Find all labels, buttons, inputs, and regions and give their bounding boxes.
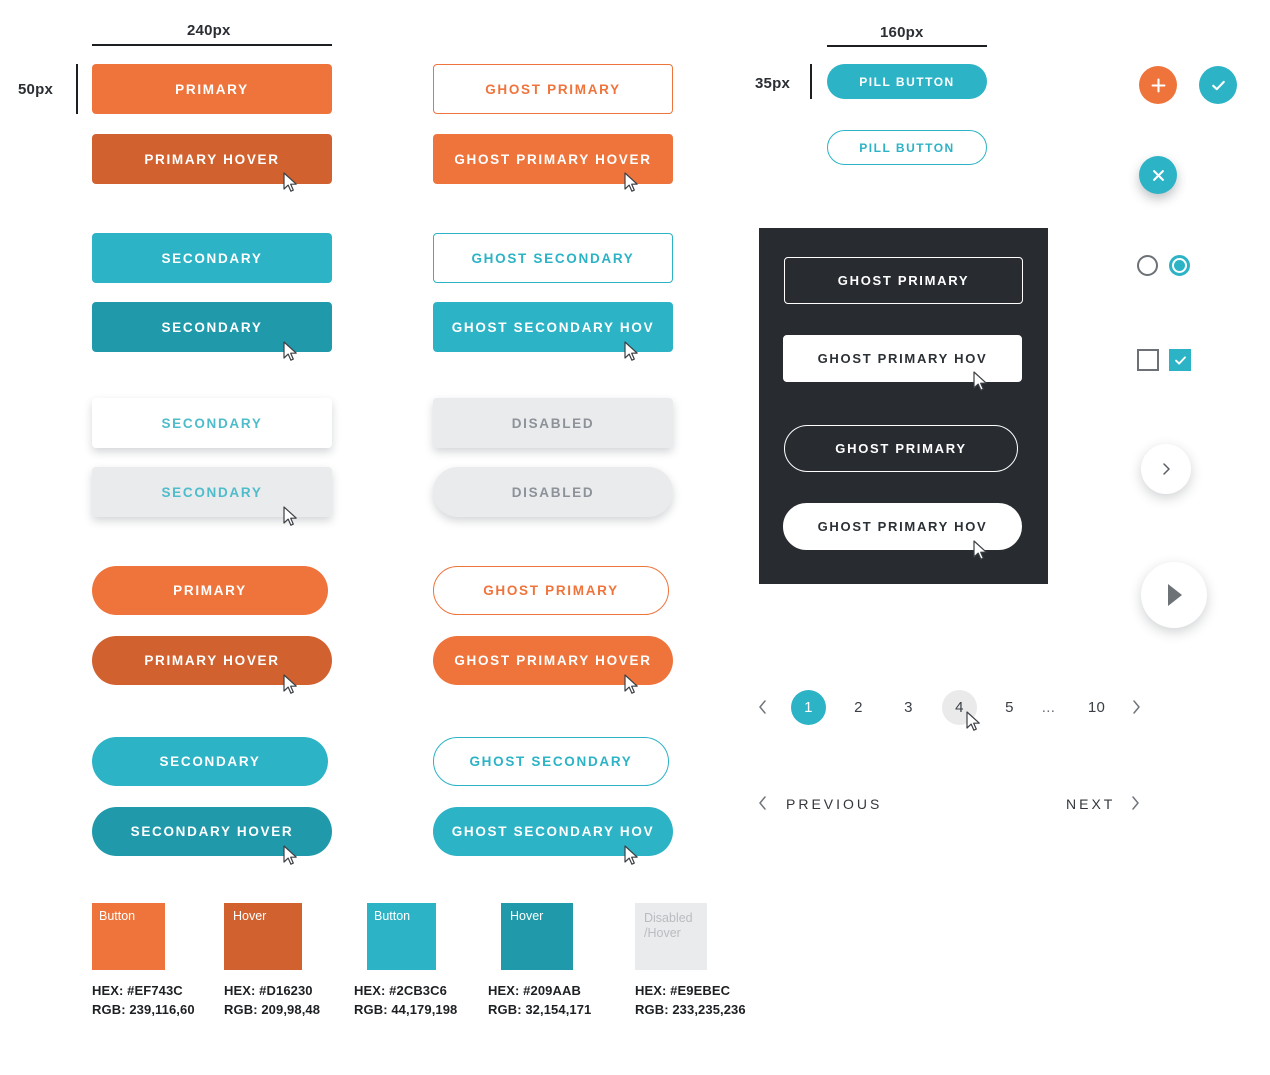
button-secondary[interactable]: SECONDARY xyxy=(92,233,332,283)
pill-button-disabled: DISABLED xyxy=(433,467,673,517)
chevron-right-icon xyxy=(1162,463,1170,475)
swatch-disabled-hex: HEX: #E9EBEC xyxy=(635,983,731,998)
height-measure-label: 50px xyxy=(18,81,53,98)
chevron-left-icon xyxy=(759,796,766,810)
pill-sample-ghost[interactable]: PILL BUTTON xyxy=(827,130,987,165)
dark-button-ghost-primary-hover[interactable]: GHOST PRIMARY HOV xyxy=(783,335,1022,382)
pagination-page-2[interactable]: 2 xyxy=(854,699,863,716)
height-measure-rule xyxy=(76,64,78,114)
swatch-primary xyxy=(92,903,165,970)
pagination-prev-button[interactable] xyxy=(755,697,769,717)
button-primary[interactable]: PRIMARY xyxy=(92,64,332,114)
dark-panel: GHOST PRIMARY GHOST PRIMARY HOV GHOST PR… xyxy=(759,228,1048,584)
dark-button-ghost-primary[interactable]: GHOST PRIMARY xyxy=(784,257,1023,304)
chevron-left-icon xyxy=(759,700,766,714)
button-ghost-secondary[interactable]: GHOST SECONDARY xyxy=(433,233,673,283)
radio-checked-dot xyxy=(1174,260,1185,271)
button-secondary-elevated-hover[interactable]: SECONDARY xyxy=(92,467,332,517)
swatch-disabled-label: Disabled /Hover xyxy=(644,911,693,940)
checkbox-unchecked[interactable] xyxy=(1137,349,1159,371)
pill-width-measure-label: 160px xyxy=(880,24,924,41)
swatch-disabled xyxy=(635,903,707,970)
pagination-page-4[interactable]: 4 xyxy=(942,690,977,725)
dark-pill-button-ghost-primary-hover[interactable]: GHOST PRIMARY HOV xyxy=(783,503,1022,550)
dark-pill-button-ghost-primary[interactable]: GHOST PRIMARY xyxy=(784,425,1018,472)
pill-height-measure-rule xyxy=(810,64,812,99)
play-round-button[interactable] xyxy=(1141,562,1207,628)
checkbox-checked[interactable] xyxy=(1169,349,1191,371)
swatch-primary-hover-rgb: RGB: 209,98,48 xyxy=(224,1002,321,1017)
plus-icon xyxy=(1151,78,1165,92)
swatch-primary-rgb: RGB: 239,116,60 xyxy=(92,1002,195,1017)
button-secondary-elevated[interactable]: SECONDARY xyxy=(92,398,332,448)
next-round-button[interactable] xyxy=(1141,444,1191,494)
swatch-secondary-hover-hex: HEX: #209AAB xyxy=(488,983,581,998)
button-primary-hover[interactable]: PRIMARY HOVER xyxy=(92,134,332,184)
pill-width-measure-rule xyxy=(827,45,987,47)
swatch-secondary xyxy=(367,903,436,970)
swatch-primary-hover xyxy=(224,903,302,970)
pill-button-ghost-secondary[interactable]: GHOST SECONDARY xyxy=(433,737,669,786)
swatch-secondary-hover-rgb: RGB: 32,154,171 xyxy=(488,1002,592,1017)
pagination-page-5[interactable]: 5 xyxy=(1005,699,1014,716)
swatch-disabled-rgb: RGB: 233,235,236 xyxy=(635,1002,746,1017)
pagination-next-button[interactable] xyxy=(1130,697,1144,717)
swatch-secondary-hover xyxy=(501,903,573,970)
swatch-secondary-rgb: RGB: 44,179,198 xyxy=(354,1002,458,1017)
swatch-primary-label: Button xyxy=(99,909,136,923)
button-ghost-primary-hover[interactable]: GHOST PRIMARY HOVER xyxy=(433,134,673,184)
pill-button-ghost-primary-hover[interactable]: GHOST PRIMARY HOVER xyxy=(433,636,673,685)
swatch-secondary-hex: HEX: #2CB3C6 xyxy=(354,983,447,998)
chevron-right-icon xyxy=(1132,796,1139,810)
button-disabled: DISABLED xyxy=(433,398,673,448)
pagination-page-10[interactable]: 10 xyxy=(1087,699,1106,716)
pagination-page-1[interactable]: 1 xyxy=(791,690,826,725)
add-button[interactable] xyxy=(1139,66,1177,104)
swatch-primary-hex: HEX: #EF743C xyxy=(92,983,183,998)
pill-button-primary[interactable]: PRIMARY xyxy=(92,566,328,615)
confirm-button[interactable] xyxy=(1199,66,1237,104)
play-icon xyxy=(1168,584,1182,606)
pill-button-ghost-primary[interactable]: GHOST PRIMARY xyxy=(433,566,669,615)
chevron-right-icon xyxy=(1133,700,1140,714)
previous-link-icon-wrap[interactable] xyxy=(755,793,769,813)
pill-button-ghost-secondary-hover[interactable]: GHOST SECONDARY HOV xyxy=(433,807,673,856)
swatch-secondary-hover-label: Hover xyxy=(510,909,544,923)
swatch-primary-hover-label: Hover xyxy=(233,909,267,923)
previous-link[interactable]: PREVIOUS xyxy=(786,796,883,812)
pill-height-measure-label: 35px xyxy=(755,75,790,92)
pill-button-primary-hover[interactable]: PRIMARY HOVER xyxy=(92,636,332,685)
next-link[interactable]: NEXT xyxy=(1066,796,1116,812)
pill-sample-filled[interactable]: PILL BUTTON xyxy=(827,64,987,99)
swatch-secondary-label: Button xyxy=(374,909,411,923)
pill-button-secondary[interactable]: SECONDARY xyxy=(92,737,328,786)
close-icon xyxy=(1152,169,1164,181)
pagination-ellipsis: ... xyxy=(1041,699,1056,716)
width-measure-rule xyxy=(92,44,332,46)
pill-button-secondary-hover[interactable]: SECONDARY HOVER xyxy=(92,807,332,856)
pagination-page-3[interactable]: 3 xyxy=(904,699,913,716)
check-icon xyxy=(1174,355,1186,365)
button-ghost-secondary-hover[interactable]: GHOST SECONDARY HOV xyxy=(433,302,673,352)
radio-checked[interactable] xyxy=(1169,255,1190,276)
swatch-primary-hover-hex: HEX: #D16230 xyxy=(224,983,313,998)
width-measure-label: 240px xyxy=(187,22,231,39)
next-link-icon-wrap[interactable] xyxy=(1129,793,1143,813)
button-ghost-primary[interactable]: GHOST PRIMARY xyxy=(433,64,673,114)
check-icon xyxy=(1211,80,1225,90)
button-secondary-hover[interactable]: SECONDARY xyxy=(92,302,332,352)
radio-unchecked[interactable] xyxy=(1137,255,1158,276)
close-button[interactable] xyxy=(1139,156,1177,194)
